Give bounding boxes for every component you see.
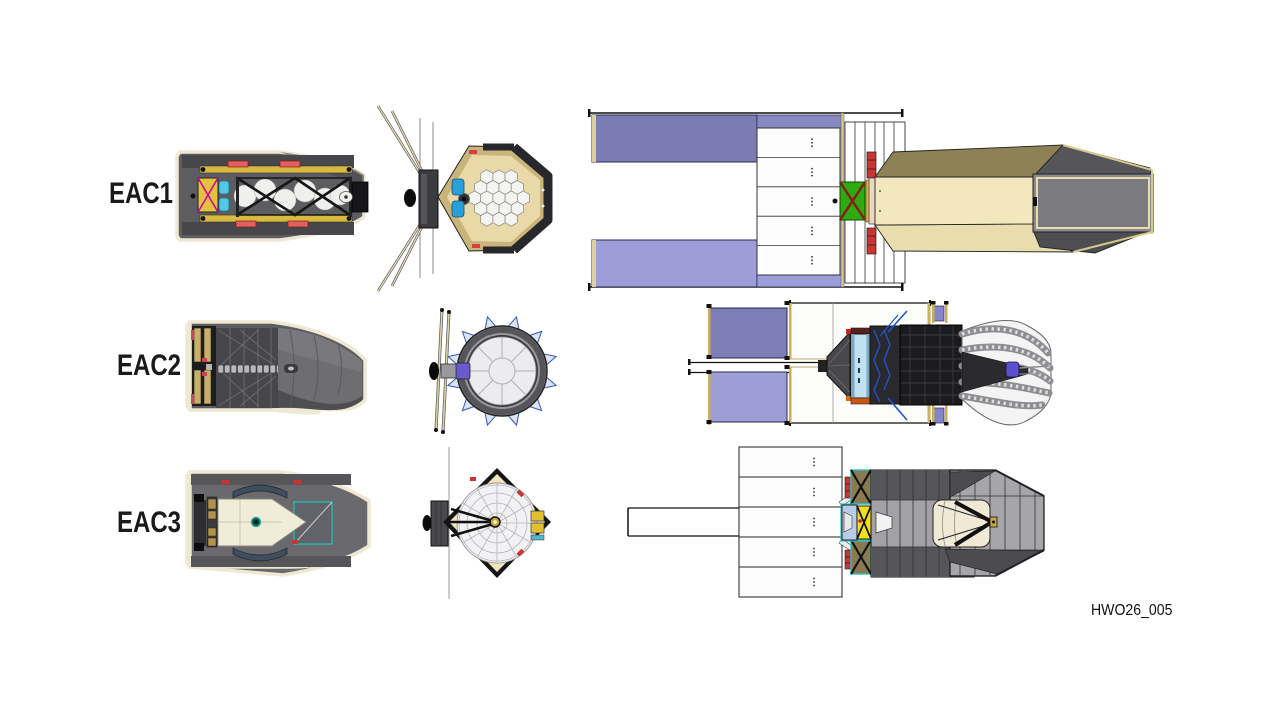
eac3-truss-boxes: [850, 469, 872, 575]
eac2-deployed-booms: [434, 308, 451, 434]
eac1-deployed-view: [588, 109, 1154, 291]
eac2-aft-flare: [958, 320, 1054, 426]
eac1-telescope-barrel: [874, 144, 1154, 254]
eac2-solar-arrays: [706, 301, 790, 425]
eac2-far-solar-panels: [931, 301, 949, 426]
eac1-stowed-view: [175, 150, 369, 242]
eac3-deployed-view: [627, 446, 1045, 598]
eac3-stowed-view: [185, 470, 371, 577]
eac3-aft-end: [932, 469, 1045, 577]
eac3-sunshield-pallet: [738, 446, 843, 598]
row-label-eac1: EAC1: [109, 177, 174, 210]
eac1-front-view: [376, 105, 553, 292]
eac2-deployed-view: [688, 300, 1054, 426]
row-label-eac2: EAC2: [117, 349, 182, 382]
eac3-antenna-dish: [422, 515, 432, 531]
eac3-secondary-struts: [449, 507, 494, 538]
eac1-antenna-dish: [404, 189, 416, 207]
row-label-eac3: EAC3: [117, 506, 182, 539]
eac1-solar-arrays: [591, 114, 844, 288]
eac2-stowed-view: [185, 320, 367, 415]
eac3-front-view: [422, 447, 551, 599]
figure-id-label: HWO26_005: [1091, 602, 1173, 619]
eac2-antenna-dish: [429, 362, 439, 380]
eac2-front-view: [429, 308, 558, 434]
